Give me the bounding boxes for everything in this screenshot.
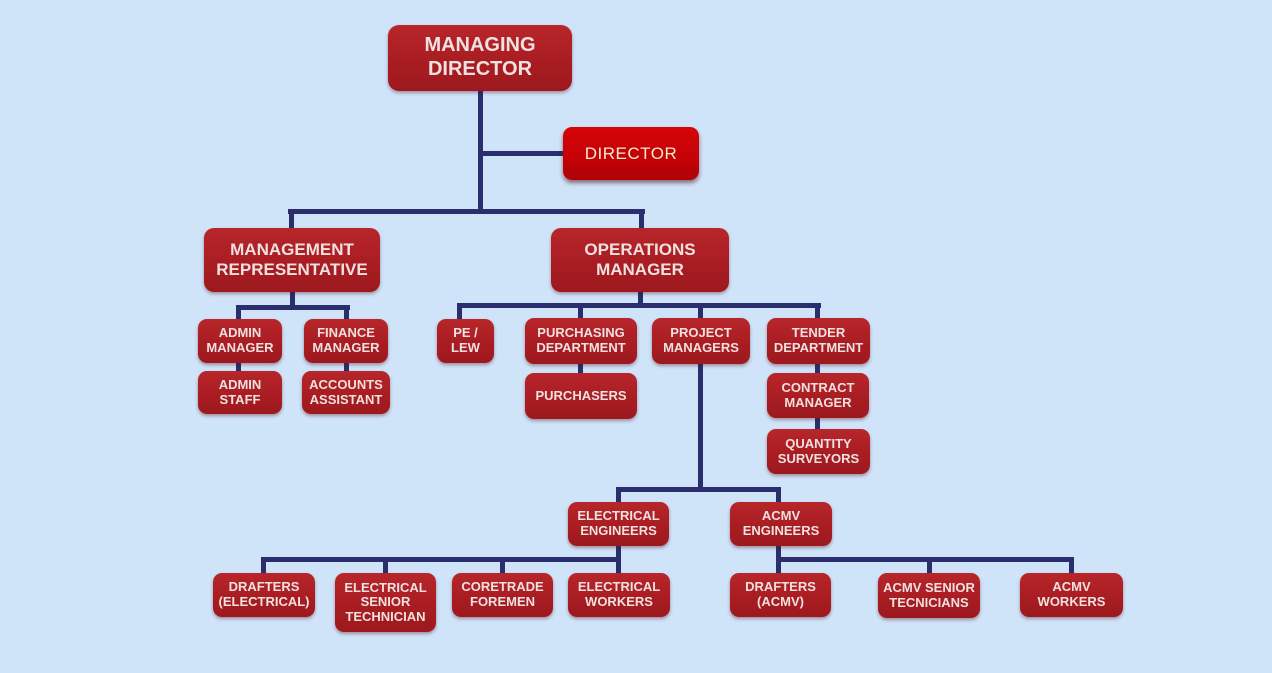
org-node-coretrade-foremen: CORETRADE FOREMEN xyxy=(452,573,553,617)
connector-acmv-children-horizontal xyxy=(776,557,1074,562)
org-node-electrical-engineers: ELECTRICAL ENGINEERS xyxy=(568,502,669,546)
org-node-admin-manager: ADMIN MANAGER xyxy=(198,319,282,363)
connector-contract-manager xyxy=(815,361,820,374)
connector-quantity-surveyors xyxy=(815,415,820,430)
org-node-acmv-senior-tecnicians: ACMV SENIOR TECNICIANS xyxy=(878,573,980,618)
connector-drop-management-representative xyxy=(289,209,294,229)
connector-drop-project-managers xyxy=(698,303,703,320)
connector-director-branch xyxy=(478,151,565,156)
org-node-electrical-senior-technician: ELECTRICAL SENIOR TECHNICIAN xyxy=(335,573,436,632)
connector-drop-tender-department xyxy=(815,303,820,320)
org-node-accounts-assistant: ACCOUNTS ASSISTANT xyxy=(302,371,390,414)
org-node-operations-manager: OPERATIONS MANAGER xyxy=(551,228,729,292)
connector-drop-acmv-workers xyxy=(1069,557,1074,574)
org-node-acmv-engineers: ACMV ENGINEERS xyxy=(730,502,832,546)
org-node-electrical-workers: ELECTRICAL WORKERS xyxy=(568,573,670,617)
connector-engineers-horizontal xyxy=(616,487,781,492)
connector-admin-staff xyxy=(236,360,241,372)
org-node-drafters-acmv: DRAFTERS (ACMV) xyxy=(730,573,831,617)
connector-drop-pe-lew xyxy=(457,303,462,320)
org-node-managing-director: MANAGING DIRECTOR xyxy=(388,25,572,91)
connector-drop-admin-manager xyxy=(236,305,241,320)
connector-drop-electrical-engineers xyxy=(616,487,621,503)
org-node-director: DIRECTOR xyxy=(563,127,699,180)
connector-drop-electrical-senior-technician xyxy=(383,557,388,574)
org-node-finance-manager: FINANCE MANAGER xyxy=(304,319,388,363)
org-node-contract-manager: CONTRACT MANAGER xyxy=(767,373,869,418)
connector-drop-purchasing-department xyxy=(578,303,583,320)
connector-management-children-horizontal xyxy=(236,305,350,310)
connector-drop-operations-manager xyxy=(639,209,644,229)
connector-drop-finance-manager xyxy=(344,305,349,320)
connector-drop-coretrade-foremen xyxy=(500,557,505,574)
connector-operations-manager-trunk xyxy=(638,290,643,305)
connector-electrical-children-horizontal xyxy=(261,557,621,562)
connector-purchasers xyxy=(578,361,583,374)
connector-management-representative-trunk xyxy=(290,290,295,309)
org-node-purchasing-department: PURCHASING DEPARTMENT xyxy=(525,318,637,364)
connector-drop-acmv-engineers xyxy=(776,487,781,503)
org-node-pe-lew: PE / LEW xyxy=(437,319,494,363)
org-node-management-representative: MANAGEMENT REPRESENTATIVE xyxy=(204,228,380,292)
connector-accounts-assistant xyxy=(344,360,349,372)
connector-drop-drafters-electrical xyxy=(261,557,266,574)
connector-project-managers-trunk xyxy=(698,361,703,491)
org-node-admin-staff: ADMIN STAFF xyxy=(198,371,282,414)
connector-drop-acmv-senior-tecnicians xyxy=(927,557,932,574)
org-node-quantity-surveyors: QUANTITY SURVEYORS xyxy=(767,429,870,474)
org-node-drafters-electrical: DRAFTERS (ELECTRICAL) xyxy=(213,573,315,617)
org-node-tender-department: TENDER DEPARTMENT xyxy=(767,318,870,364)
org-node-project-managers: PROJECT MANAGERS xyxy=(652,318,750,364)
connector-operations-children-horizontal xyxy=(457,303,821,308)
org-node-purchasers: PURCHASERS xyxy=(525,373,637,419)
connector-level2-horizontal xyxy=(288,209,645,214)
org-node-acmv-workers: ACMV WORKERS xyxy=(1020,573,1123,617)
